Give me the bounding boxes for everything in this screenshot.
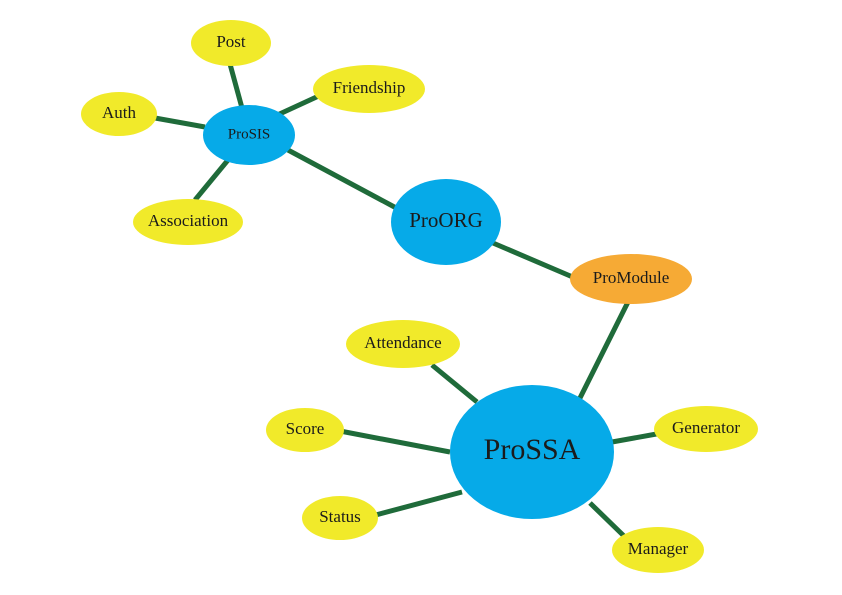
node-prosis: ProSIS	[203, 105, 295, 165]
node-status-label: Status	[319, 507, 361, 526]
edge-prossa-manager	[588, 501, 627, 539]
node-promodule-shape	[570, 254, 692, 304]
node-proorg-label: ProORG	[409, 208, 483, 232]
node-manager: Manager	[612, 527, 704, 573]
node-association-label: Association	[148, 211, 229, 230]
node-prossa-label: ProSSA	[484, 433, 581, 466]
node-auth: Auth	[81, 92, 157, 136]
edge-prosis-post	[227, 63, 245, 109]
edge-prossa-attendance	[430, 363, 479, 404]
node-manager-label: Manager	[628, 539, 689, 558]
node-association: Association	[133, 199, 243, 245]
node-attendance-shape	[346, 320, 460, 368]
node-proorg-shape	[391, 179, 501, 265]
edge-prossa-generator	[611, 430, 663, 445]
node-promodule: ProModule	[570, 254, 692, 304]
edge-prosis-proorg	[286, 147, 402, 213]
node-prossa-shape	[450, 385, 614, 519]
node-friendship-label: Friendship	[333, 78, 406, 97]
node-generator: Generator	[654, 406, 758, 452]
node-generator-label: Generator	[672, 418, 740, 437]
node-prosis-label: ProSIS	[228, 126, 271, 142]
node-prossa: ProSSA	[450, 385, 614, 519]
edges	[154, 63, 663, 539]
edge-prosis-auth	[154, 115, 206, 130]
edge-prosis-association	[193, 158, 230, 202]
node-generator-shape	[654, 406, 758, 452]
node-association-shape	[133, 199, 243, 245]
edge-proorg-promodule	[492, 240, 576, 281]
node-status: Status	[302, 496, 378, 540]
node-post-label: Post	[216, 32, 246, 51]
node-auth-shape	[81, 92, 157, 136]
node-post-shape	[191, 20, 271, 66]
edge-prossa-status	[371, 489, 463, 519]
node-attendance-label: Attendance	[364, 333, 441, 352]
node-manager-shape	[612, 527, 704, 573]
node-score: Score	[266, 408, 344, 452]
node-status-shape	[302, 496, 378, 540]
node-score-shape	[266, 408, 344, 452]
node-proorg: ProORG	[391, 179, 501, 265]
node-promodule-label: ProModule	[593, 268, 670, 287]
edge-promodule-prossa	[575, 300, 631, 404]
node-post: Post	[191, 20, 271, 66]
node-attendance: Attendance	[346, 320, 460, 368]
node-friendship: Friendship	[313, 65, 425, 113]
node-friendship-shape	[313, 65, 425, 113]
edge-prossa-score	[339, 428, 451, 455]
node-prosis-shape	[203, 105, 295, 165]
node-score-label: Score	[286, 419, 325, 438]
node-auth-label: Auth	[102, 103, 137, 122]
edge-prosis-friendship	[271, 91, 325, 120]
